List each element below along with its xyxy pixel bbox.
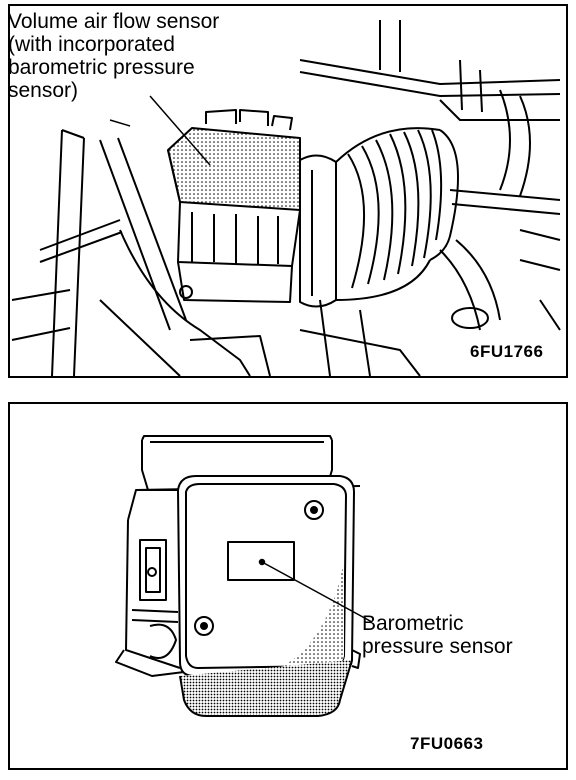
leader-lines-bottom: [258, 558, 373, 623]
engine-bay-drawing: [11, 20, 561, 377]
figure-id-bottom: 7FU0663: [410, 734, 484, 753]
volume-air-flow-sensor-label: Volume air flow sensor (with incorporate…: [8, 10, 220, 102]
figure-id-top: 6FU1766: [470, 342, 544, 361]
barometric-pressure-sensor-label: Barometric pressure sensor: [362, 612, 513, 658]
sensor-closeup-drawing: [115, 435, 361, 717]
leader-lines-top: [109, 95, 211, 166]
